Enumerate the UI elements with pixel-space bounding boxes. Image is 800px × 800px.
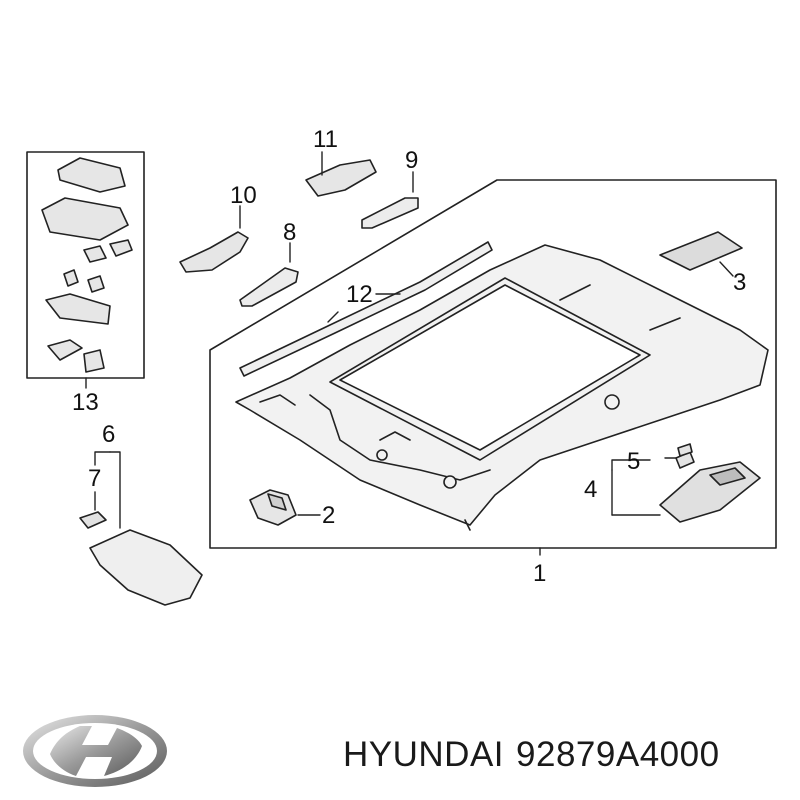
callout-2: 2 <box>322 502 335 529</box>
callout-10: 10 <box>230 182 257 209</box>
assist-grip-9 <box>361 197 419 229</box>
callout-11: 11 <box>313 126 338 153</box>
callout-12: 12 <box>346 281 373 308</box>
callout-13: 13 <box>72 389 99 416</box>
clip-5 <box>675 443 695 469</box>
visor-clip-7 <box>79 511 107 529</box>
callout-8: 8 <box>283 219 296 246</box>
strip-12 <box>239 241 493 377</box>
callout-4: 4 <box>584 476 597 503</box>
callout-1: 1 <box>533 560 546 587</box>
part-number: 92879A4000 <box>516 735 720 774</box>
part-caption: HYUNDAI 92879A4000 <box>343 735 732 775</box>
callout-5: 5 <box>627 448 640 475</box>
room-lamp-4 <box>659 461 761 523</box>
callout-9: 9 <box>405 147 418 174</box>
map-lamp-2 <box>249 489 297 526</box>
leader-lines <box>85 151 734 556</box>
hyundai-logo-icon <box>23 715 167 787</box>
callout-labels: 1 2 3 4 5 6 7 8 9 10 11 12 13 <box>72 126 746 587</box>
assist-grip-8 <box>239 267 299 307</box>
sun-visor-6 <box>89 529 203 606</box>
pad-3 <box>659 231 743 271</box>
callout-3: 3 <box>733 269 746 296</box>
callout-7: 7 <box>88 465 101 492</box>
headliner-frame <box>209 179 777 549</box>
brand-name: HYUNDAI <box>343 735 505 774</box>
console-kit-13 <box>41 157 133 373</box>
callout-6: 6 <box>102 421 115 448</box>
bracket-10 <box>179 231 249 273</box>
headliner <box>235 244 769 531</box>
bracket-11 <box>305 159 377 197</box>
